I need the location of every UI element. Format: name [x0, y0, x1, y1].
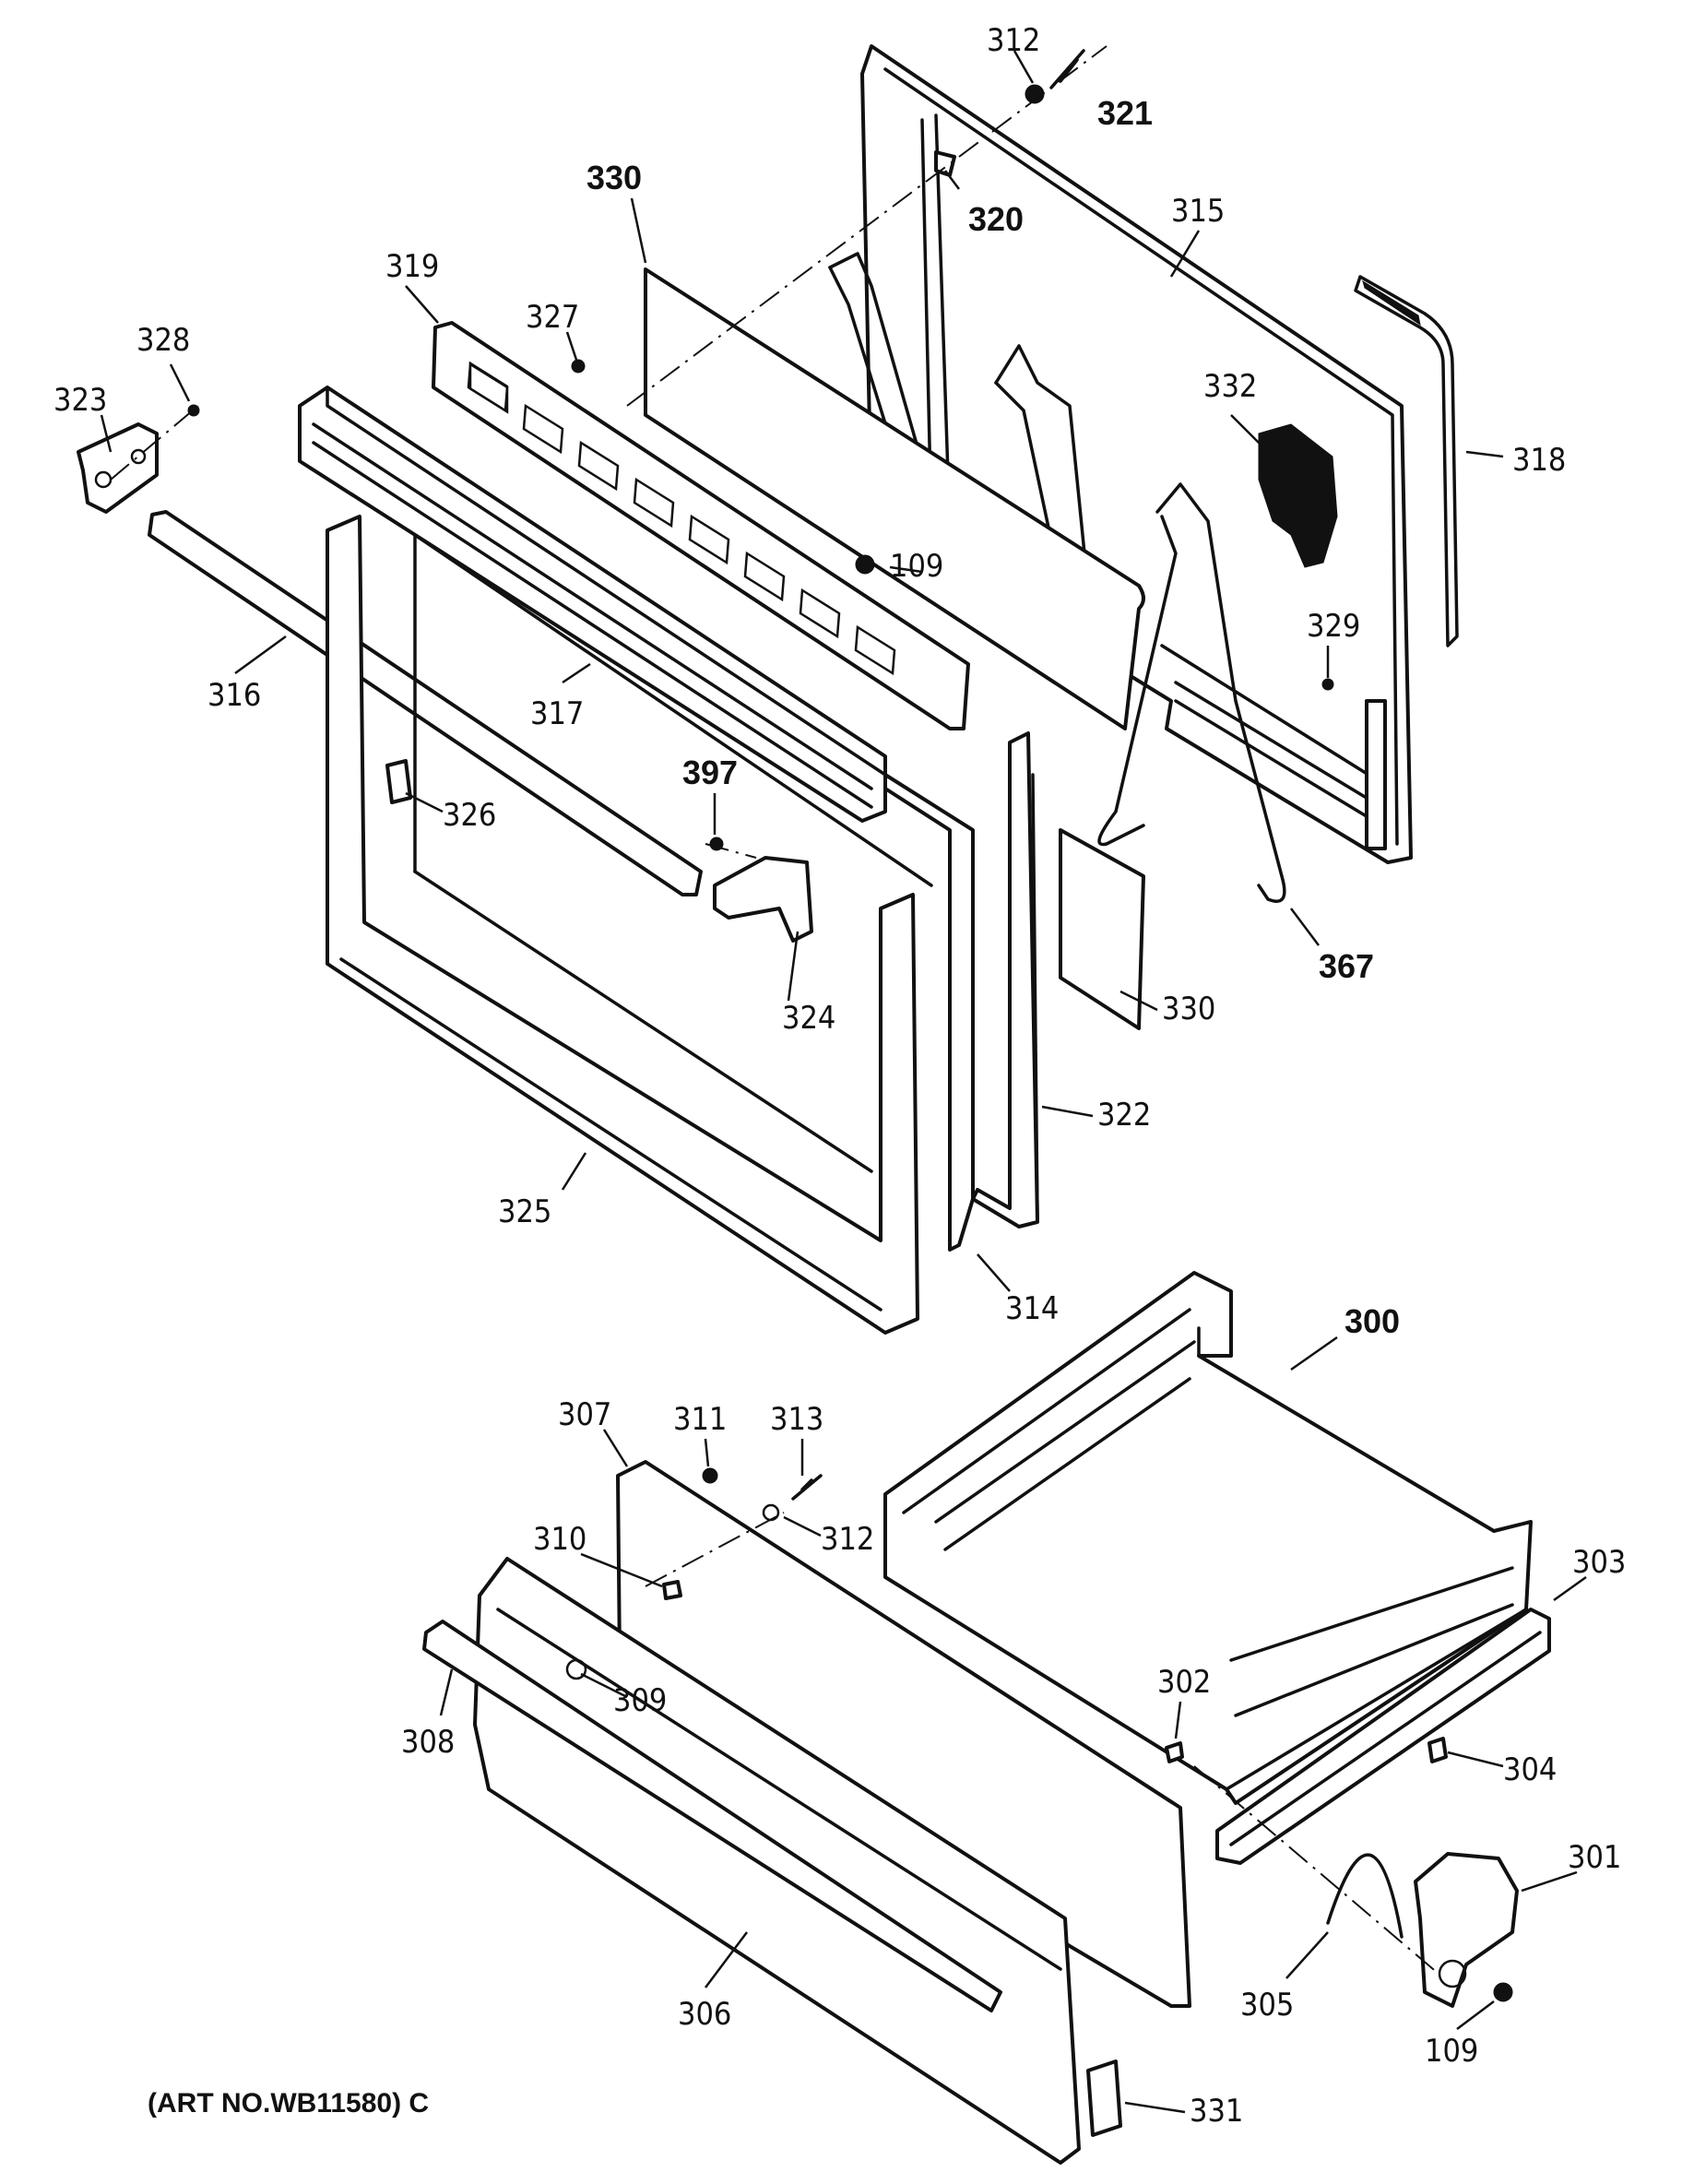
part-label-313: 313 [770, 1401, 823, 1438]
part-label-312-lower: 312 [821, 1521, 874, 1558]
part-label-309: 309 [613, 1682, 667, 1719]
part-label-331: 331 [1190, 2093, 1243, 2130]
part-label-367: 367 [1319, 947, 1374, 985]
part-label-332: 332 [1203, 368, 1257, 405]
vent-trim-319 [432, 321, 970, 730]
drawer-rail-303 [1215, 1608, 1551, 1865]
part-label-316: 316 [207, 677, 261, 714]
part-label-314: 314 [1005, 1290, 1059, 1327]
part-label-328: 328 [136, 322, 190, 359]
part-label-397: 397 [682, 754, 738, 791]
latch-324 [709, 837, 813, 943]
part-label-302: 302 [1157, 1664, 1211, 1701]
part-label-327: 327 [526, 299, 579, 336]
part-label-321: 321 [1097, 94, 1153, 132]
axis-line-rail [1193, 1765, 1439, 1975]
fasteners-lower [565, 1467, 1513, 2002]
tab-331 [1086, 2059, 1122, 2137]
spring-clip-305 [1326, 1853, 1404, 1939]
bracket-323 [77, 404, 200, 514]
part-label-330: 330 [586, 159, 642, 196]
part-label-318: 318 [1512, 442, 1566, 479]
drawer-handle-308 [422, 1620, 1002, 2012]
axis-line-top [626, 45, 1108, 407]
part-label-301: 301 [1568, 1839, 1621, 1876]
part-label-315: 315 [1171, 193, 1225, 230]
part-label-303: 303 [1572, 1544, 1626, 1581]
handle-rod-316 [148, 510, 703, 896]
part-label-312: 312 [987, 22, 1040, 59]
part-label-319: 319 [385, 248, 439, 285]
part-label-320: 320 [968, 200, 1024, 238]
part-label-330-lower: 330 [1162, 991, 1215, 1027]
part-label-317: 317 [530, 695, 584, 732]
inner-glass-314 [883, 773, 975, 1252]
part-label-305: 305 [1240, 1987, 1294, 2024]
door-inner-panel-315 [860, 44, 1413, 864]
part-label-304: 304 [1503, 1751, 1557, 1788]
axis-line-drawer [645, 1512, 785, 1587]
leader-lines [100, 50, 1587, 2114]
axis-line-mid [705, 843, 757, 859]
glass-panel-330-upper [644, 267, 1145, 730]
part-label-109: 109 [890, 548, 943, 585]
door-frame-325 [326, 515, 933, 1335]
part-label-322: 322 [1097, 1097, 1151, 1134]
part-label-308: 308 [401, 1724, 455, 1761]
clip-326 [385, 759, 412, 804]
art-number-caption: (ART NO.WB11580) C [148, 2088, 429, 2119]
glass-panel-330-lower [1059, 828, 1145, 1030]
part-label-109-lower: 109 [1425, 2033, 1478, 2070]
part-label-307: 307 [558, 1396, 611, 1433]
part-label-324: 324 [782, 1000, 835, 1037]
part-label-323: 323 [53, 382, 107, 419]
part-labels: 312 321 330 320 315 319 327 328 323 332 … [53, 22, 1626, 2130]
part-label-300: 300 [1344, 1302, 1400, 1340]
part-label-329: 329 [1307, 608, 1360, 645]
part-label-325: 325 [498, 1193, 551, 1230]
bracket-301 [1414, 1852, 1519, 2008]
drawer-body-300 [883, 1271, 1533, 1805]
part-label-311: 311 [673, 1401, 727, 1438]
top-trim-317 [298, 386, 887, 823]
part-label-310: 310 [533, 1521, 586, 1558]
axis-line-left [110, 405, 199, 481]
door-gasket-318 [1354, 275, 1459, 647]
part-label-326: 326 [443, 797, 496, 834]
part-label-306: 306 [678, 1996, 731, 2033]
side-channel-322 [971, 731, 1039, 1228]
insulation-block-332 [1258, 423, 1338, 568]
